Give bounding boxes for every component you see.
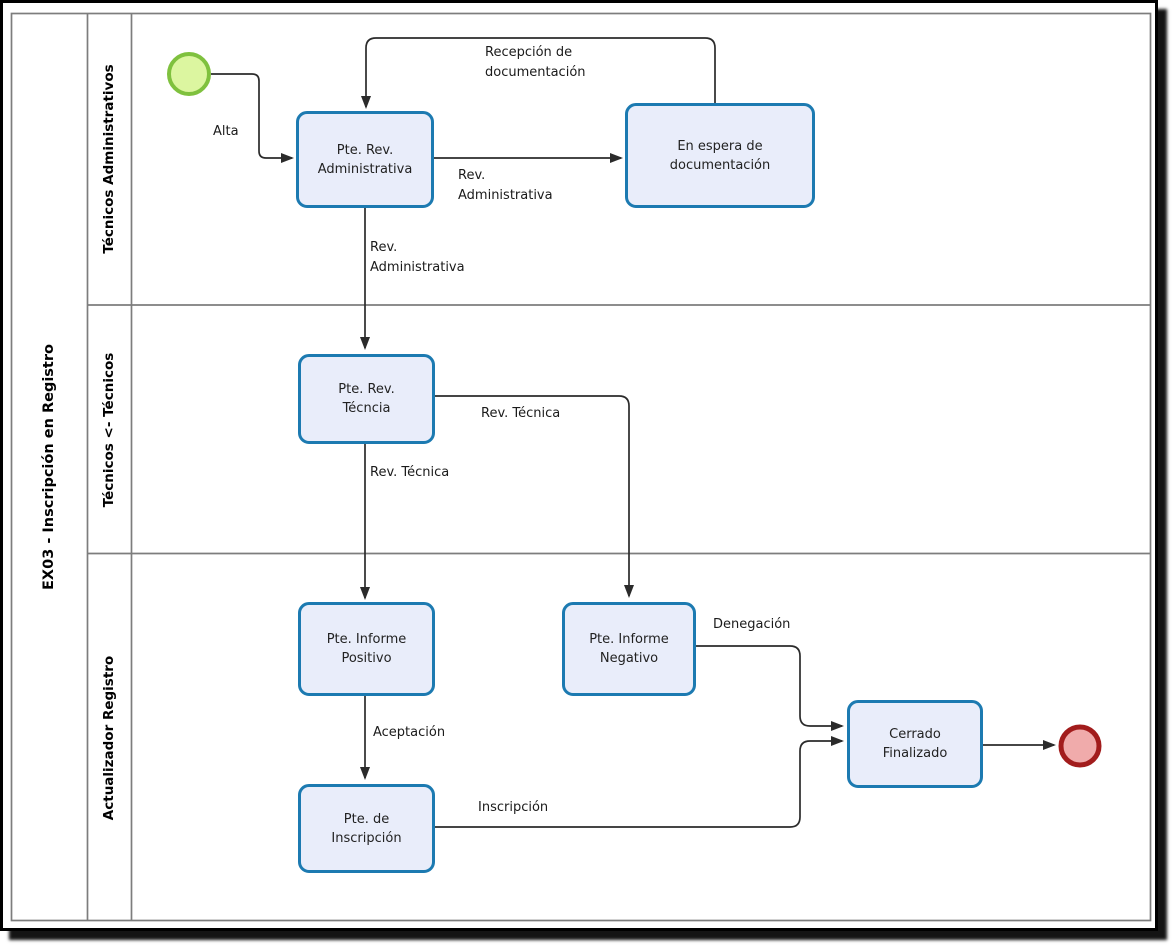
task-pte-de-inscripcion[interactable]: Pte. de Inscripción [298,784,435,873]
start-event[interactable] [167,52,211,96]
flow-label-rev-administrativa-right: Rev. Administrativa [458,168,553,203]
pool-label: EX03 - Inscripción en Registro [41,344,57,590]
flow-label-rev-tecnica-down: Rev. Técnica [370,465,450,480]
flow-label-rev-administrativa-down: Rev. Administrativa [370,240,465,275]
lane-label-actualizador-registro: Actualizador Registro [101,655,117,821]
task-pte-informe-positivo[interactable]: Pte. Informe Positivo [298,602,435,696]
task-pte-rev-tecnica[interactable]: Pte. Rev. Técncia [298,354,435,444]
flow-label-aceptacion: Aceptación [373,725,446,740]
diagram-frame: EX03 - Inscripción en Registro Técnicos … [0,0,1158,931]
flow-label-inscripcion: Inscripción [478,800,549,815]
task-cerrado-finalizado[interactable]: Cerrado Finalizado [847,700,983,788]
flow-denegacion[interactable] [696,645,844,731]
flow-label-alta: Alta [213,124,239,139]
lane-label-tecnicos-administrativos: Técnicos Administrativos [101,64,117,254]
task-en-espera-de-documentacion[interactable]: En espera de documentación [625,103,815,208]
task-pte-informe-negativo[interactable]: Pte. Informe Negativo [562,602,696,696]
diagram-lines-layer [10,12,1152,922]
flow-label-recepcion-documentacion: Recepción de documentación [485,45,586,80]
flow-inscripcion[interactable] [435,736,844,828]
flow-alta[interactable] [211,73,294,163]
end-event[interactable] [1058,724,1102,768]
pool-boundary [10,12,1152,922]
flow-rev-tecnica-right[interactable] [435,395,634,598]
task-pte-rev-administrativa[interactable]: Pte. Rev. Administrativa [296,111,434,208]
lane-label-tecnicos-tecnicos: Técnicos <- Técnicos [101,352,117,508]
flow-label-denegacion: Denegación [713,617,791,632]
flow-label-rev-tecnica-right: Rev. Técnica [481,406,561,421]
flow-recepcion-documentacion[interactable] [361,37,716,109]
